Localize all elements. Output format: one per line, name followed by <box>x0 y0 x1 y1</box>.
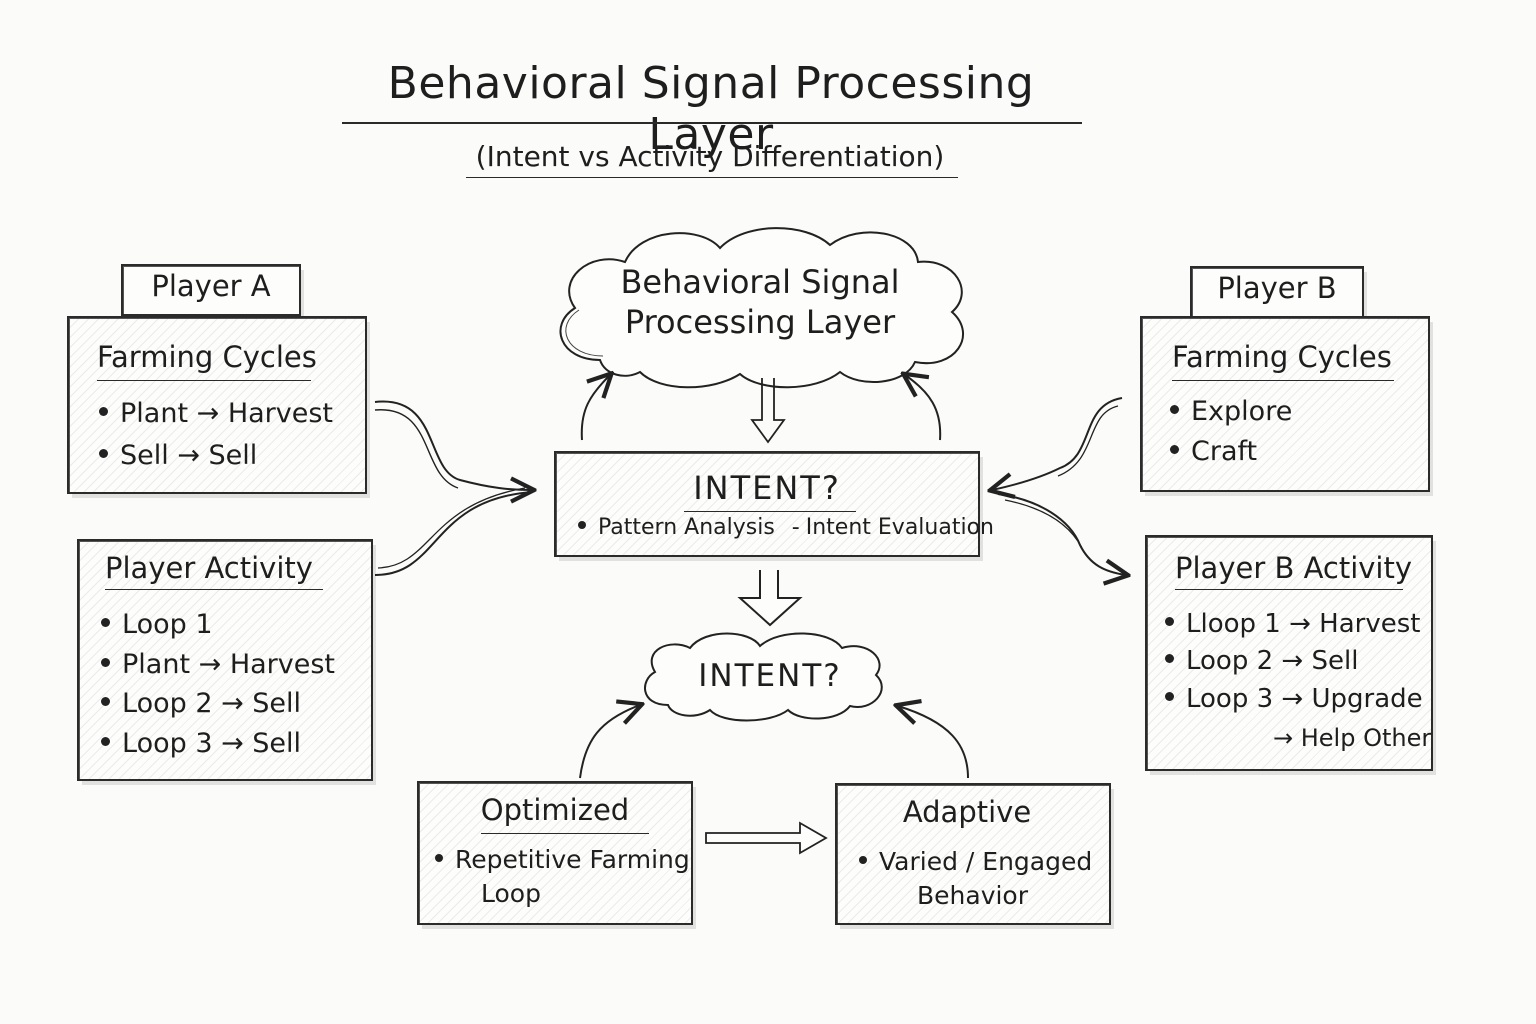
intent-cloud-label: INTENT? <box>698 658 842 694</box>
intent-box-item-pattern: Pattern Analysis <box>598 515 775 540</box>
intent-box-items: Pattern Analysis -Intent Evaluation <box>578 515 994 540</box>
player-b-farming-box: Farming Cycles Explore Craft <box>1140 316 1430 492</box>
intent-box-heading: INTENT? <box>693 469 841 507</box>
diagram-title: Behavioral Signal Processing Layer <box>387 58 1035 160</box>
player-a-activity-item: Loop 1 <box>101 609 213 640</box>
player-a-activity-rule <box>105 589 323 590</box>
player-b-tag-label: Player B <box>1217 271 1337 305</box>
player-b-farming-rule <box>1172 380 1394 381</box>
adaptive-item: Varied / Engaged <box>859 847 1092 876</box>
player-a-activity-item: Loop 3 → Sell <box>101 728 301 759</box>
player-b-activity-rule <box>1175 589 1403 590</box>
optimized-rule <box>481 833 649 834</box>
optimized-box: Optimized Repetitive Farming Loop <box>417 781 693 925</box>
optimized-item-cont: Loop <box>481 879 541 908</box>
player-b-tag: Player B <box>1190 266 1364 318</box>
player-b-activity-box: Player B Activity Lloop 1 → Harvest Loop… <box>1145 535 1433 771</box>
player-a-activity-box: Player Activity Loop 1 Plant → Harvest L… <box>77 539 373 781</box>
optimized-item: Repetitive Farming <box>435 845 690 874</box>
player-b-farming-item: Craft <box>1170 436 1257 467</box>
title-underline <box>342 122 1082 124</box>
player-b-farming-heading: Farming Cycles <box>1172 340 1392 374</box>
player-a-activity-heading: Player Activity <box>105 551 313 585</box>
player-a-farming-heading: Farming Cycles <box>97 340 317 374</box>
player-b-farming-item: Explore <box>1170 396 1292 427</box>
player-a-farming-item: Plant → Harvest <box>99 398 333 429</box>
diagram-subtitle: (Intent vs Activity Differentiation) <box>475 140 945 173</box>
player-a-tag: Player A <box>121 264 301 316</box>
player-a-farming-rule <box>97 380 311 381</box>
player-b-activity-extra: → Help Other <box>1273 724 1432 752</box>
player-a-tag-label: Player A <box>151 269 271 303</box>
player-b-activity-item: Loop 2 → Sell <box>1165 646 1358 676</box>
optimized-heading: Optimized <box>480 793 630 827</box>
player-b-activity-item: Loop 3 → Upgrade <box>1165 684 1423 714</box>
top-cloud-shape <box>559 227 964 389</box>
adaptive-box: Adaptive Varied / Engaged Behavior <box>835 783 1111 925</box>
top-cloud-label: Behavioral Signal Processing Layer <box>600 262 920 342</box>
intent-box-rule <box>684 511 856 512</box>
adaptive-heading: Adaptive <box>902 795 1032 829</box>
player-b-activity-item: Lloop 1 → Harvest <box>1165 609 1420 639</box>
intent-box-item-intent: Intent Evaluation <box>805 515 994 540</box>
player-a-activity-item: Plant → Harvest <box>101 649 335 680</box>
player-a-farming-item: Sell → Sell <box>99 440 257 471</box>
top-cloud-line1: Behavioral Signal <box>620 263 900 301</box>
intent-evaluation-box: INTENT? Pattern Analysis -Intent Evaluat… <box>554 451 994 557</box>
adaptive-item-cont: Behavior <box>917 881 1029 910</box>
intent-cloud-shape <box>644 632 883 722</box>
player-a-activity-item: Loop 2 → Sell <box>101 688 301 719</box>
subtitle-underline <box>466 177 958 178</box>
player-a-farming-box: Farming Cycles Plant → Harvest Sell → Se… <box>67 316 367 494</box>
top-cloud-line2: Processing Layer <box>624 303 896 341</box>
player-b-activity-heading: Player B Activity <box>1175 551 1413 585</box>
